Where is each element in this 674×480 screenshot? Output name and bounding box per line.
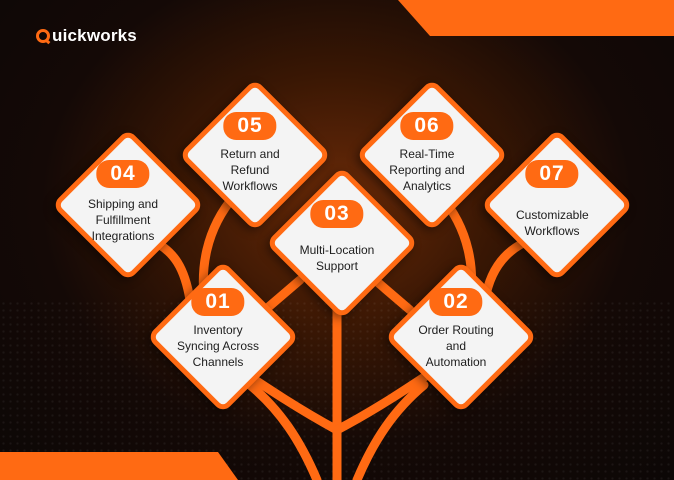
logo-q-icon [36,29,50,43]
node-label: Real-Time Reporting and Analytics [389,147,465,193]
node-03: 03 Multi-Location Support [265,166,419,320]
node-number: 06 [400,112,454,140]
node-label: Return and Refund Workflows [220,147,280,193]
node-06: 06 Real-Time Reporting and Analytics [355,78,509,232]
node-number: 07 [525,160,579,188]
node-label: Shipping and Fulfillment Integrations [87,197,159,243]
corner-band-bottom-left [0,452,238,480]
node-02: 02 Order Routing and Automation [384,260,538,414]
corner-band-top-right [398,0,674,36]
node-number: 05 [223,112,277,140]
branch-02-low [352,380,429,480]
node-04: 04 Shipping and Fulfillment Integrations [51,128,205,282]
node-label: Inventory Syncing Across Channels [176,323,260,369]
node-label: Order Routing and Automation [418,323,494,369]
node-number: 03 [310,200,364,228]
node-label: Multi-Location Support [299,243,375,273]
node-07: 07 Customizable Workflows [480,128,634,282]
node-number: 01 [191,288,245,316]
brand-logo: uickworks [36,26,137,46]
logo-text: uickworks [52,26,137,45]
node-number: 02 [429,288,483,316]
node-05: 05 Return and Refund Workflows [178,78,332,232]
node-label: Customizable Workflows [516,208,589,238]
node-01: 01 Inventory Syncing Across Channels [146,260,300,414]
node-number: 04 [96,160,150,188]
branch-01-03 [260,275,305,315]
branch-01-low [245,380,322,480]
branch-02-03 [370,275,415,315]
